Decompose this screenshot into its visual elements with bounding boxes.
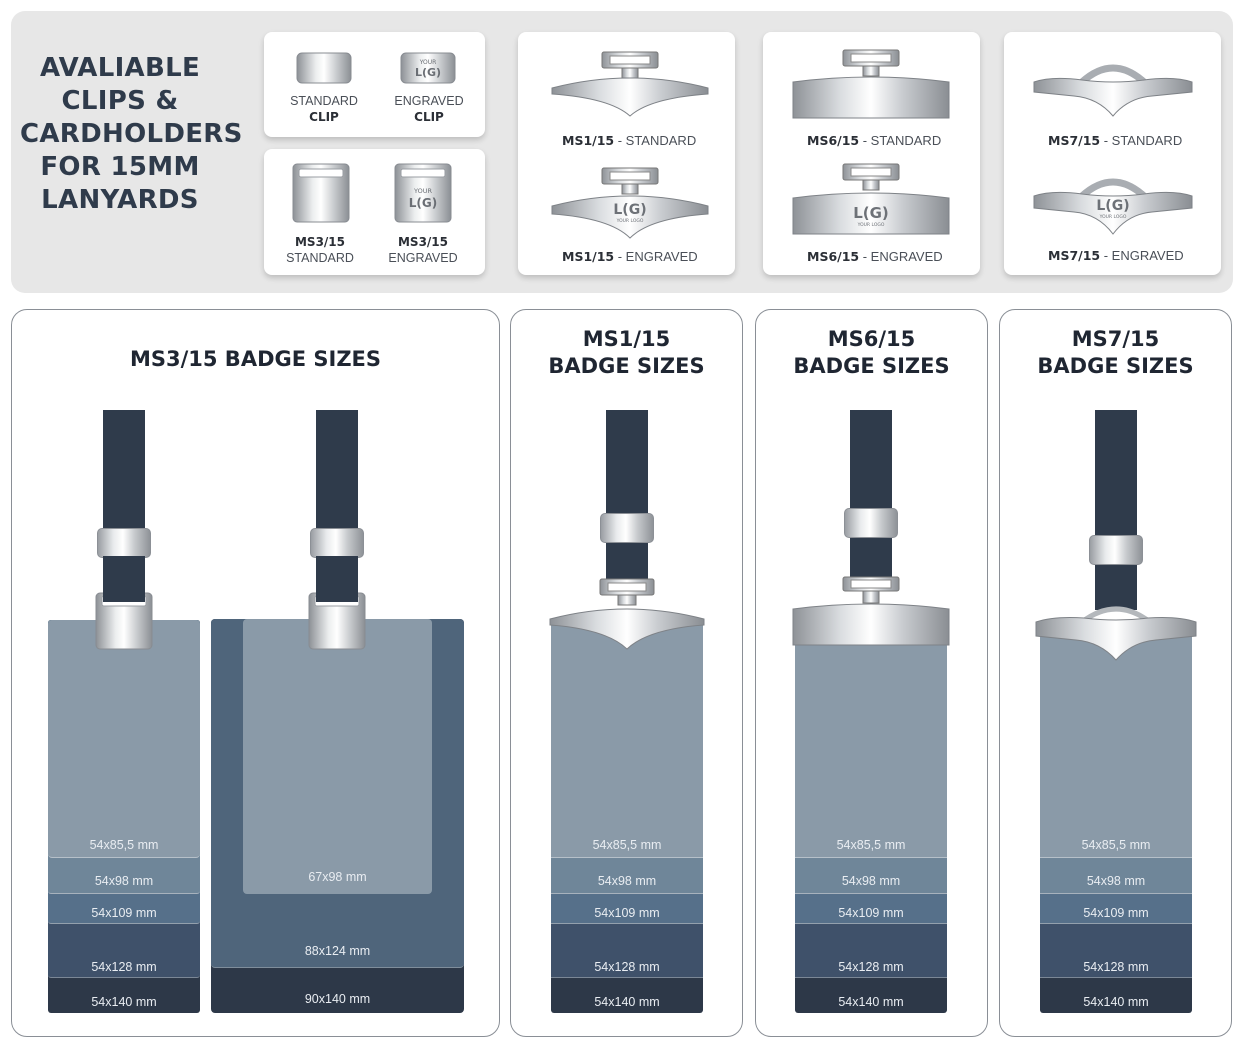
lanyard-strap-loop (316, 556, 358, 602)
ms6-engraved-clip-icon: L(G) YOUR LOGO (792, 163, 950, 235)
ms7-standard-clip-icon (1033, 64, 1193, 117)
size-band-54x85-5 (48, 620, 200, 858)
ms3-standard-holder-icon (292, 163, 350, 223)
page-headline: AVALIABLE CLIPS & CARDHOLDERS FOR 15MM L… (20, 53, 243, 215)
engraved-clip-icon: YOUR L(G) (400, 52, 456, 84)
lanyard-slide-clip (97, 528, 151, 558)
lanyard-slide-clip (1089, 535, 1143, 565)
svg-text:YOUR: YOUR (413, 187, 432, 195)
ms1-size-stack: 54x85,5 mm 54x98 mm 54x109 mm 54x128 mm … (551, 622, 703, 1013)
ms7-engraved-clip-icon: L(G) YOUR LOGO (1033, 178, 1193, 235)
ms6-standard-caption: MS6/15 - STANDARD (807, 133, 942, 148)
size-band-54x85-5 (551, 622, 703, 858)
svg-text:YOUR LOGO: YOUR LOGO (857, 222, 885, 228)
svg-text:L(G): L(G) (853, 204, 889, 222)
ms1-clip-card: MS1/15 - STANDARD L(G) YOUR LOGO MS1/15 … (518, 32, 735, 275)
ms3-panel-title: MS3/15 BADGE SIZES (129, 347, 382, 371)
svg-text:L(G): L(G) (415, 66, 441, 79)
svg-text:YOUR: YOUR (419, 59, 437, 66)
size-band-54x85-5 (795, 622, 947, 858)
svg-text:YOUR LOGO: YOUR LOGO (616, 218, 644, 224)
size-band-67x98 (243, 619, 432, 894)
ms6-engraved-caption: MS6/15 - ENGRAVED (807, 249, 943, 264)
ms7-engraved-caption: MS7/15 - ENGRAVED (1048, 248, 1184, 263)
standard-clip-caption: STANDARD CLIP (290, 94, 358, 124)
lanyard-strap-loop (103, 556, 145, 602)
ms1-clip-top-icon (549, 578, 705, 650)
lanyard-slide-clip (310, 528, 364, 558)
svg-text:L(G): L(G) (409, 196, 437, 210)
lanyard-strap (606, 410, 648, 590)
clips-card: STANDARD CLIP YOUR L(G) ENGRAVED CLIP (264, 32, 485, 137)
ms1-panel-title: MS1/15 BADGE SIZES (548, 327, 705, 378)
ms7-panel-title: MS7/15 BADGE SIZES (1037, 327, 1194, 378)
engraved-clip-caption: ENGRAVED CLIP (394, 94, 464, 124)
ms7-clip-top-icon (1035, 606, 1197, 661)
ms3-standard-caption: MS3/15 STANDARD (286, 235, 354, 265)
ms6-panel-title: MS6/15 BADGE SIZES (793, 327, 950, 378)
ms1-standard-clip-icon (551, 51, 709, 117)
size-band-54x85-5 (1040, 622, 1192, 858)
svg-text:L(G): L(G) (1096, 198, 1129, 214)
ms1-engraved-caption: MS1/15 - ENGRAVED (562, 249, 698, 264)
ms3-cardholder-card: MS3/15 STANDARD YOUR L(G) MS3/15 ENGRAVE… (264, 149, 485, 275)
standard-clip-icon (296, 52, 352, 84)
ms6-size-stack: 54x85,5 mm 54x98 mm 54x109 mm 54x128 mm … (795, 622, 947, 1013)
ms1-engraved-clip-icon: L(G) YOUR LOGO (551, 167, 709, 239)
lanyard-slide-clip (600, 513, 654, 543)
ms1-standard-caption: MS1/15 - STANDARD (562, 133, 697, 148)
lanyard-strap (850, 410, 892, 585)
ms3-engraved-caption: MS3/15 ENGRAVED (388, 235, 458, 265)
lanyard-slide-clip (844, 508, 898, 538)
ms6-clip-card: MS6/15 - STANDARD L(G) YOUR LOGO MS6/15 … (763, 32, 980, 275)
ms7-clip-card: MS7/15 - STANDARD L(G) YOUR LOGO MS7/15 … (1004, 32, 1221, 275)
ms7-standard-caption: MS7/15 - STANDARD (1048, 133, 1183, 148)
ms6-standard-clip-icon (792, 49, 950, 119)
svg-text:YOUR LOGO: YOUR LOGO (1099, 214, 1127, 220)
lanyard-strap (1095, 410, 1137, 610)
ms3-large-size-stack: 67x98 mm 88x124 mm 90x140 mm (211, 619, 464, 1013)
ms3-size-stack: 54x85,5 mm 54x98 mm 54x109 mm 54x128 mm … (48, 620, 200, 1013)
ms6-clip-top-icon (792, 576, 950, 646)
svg-text:L(G): L(G) (613, 202, 646, 218)
ms3-engraved-holder-icon: YOUR L(G) (394, 163, 452, 223)
ms7-size-stack: 54x85,5 mm 54x98 mm 54x109 mm 54x128 mm … (1040, 622, 1192, 1013)
